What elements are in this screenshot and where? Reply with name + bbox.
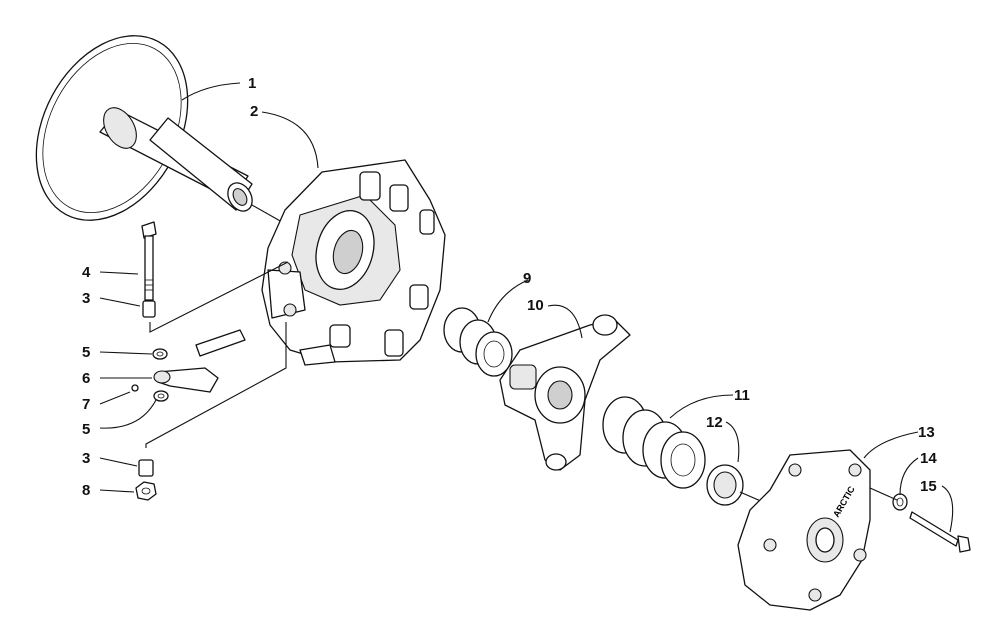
callout-9: 9 (523, 270, 531, 287)
callout-13: 13 (918, 424, 935, 441)
spring-part-11 (602, 396, 706, 489)
spacer-part-3-lower (138, 459, 154, 477)
cover-part-13: ARCTIC (737, 449, 871, 611)
movable-sheave-part-2 (261, 159, 446, 366)
bolt-part-15 (909, 511, 971, 553)
callout-labels: 1 2 3 4 5 6 7 5 3 8 9 10 11 12 13 14 15 (82, 75, 937, 499)
leader-lines (99, 82, 954, 533)
washer-part-5-lower (153, 390, 169, 402)
bushing-part-12 (706, 464, 771, 506)
washer-part-14 (892, 493, 908, 511)
callout-8: 8 (82, 482, 90, 499)
callout-4: 4 (82, 264, 91, 281)
callout-7: 7 (82, 396, 90, 413)
callout-3-lower: 3 (82, 450, 90, 467)
spacer-part-3-upper (142, 300, 156, 318)
callout-6: 6 (82, 370, 90, 387)
callout-3-upper: 3 (82, 290, 90, 307)
arm-outline (195, 329, 246, 357)
callout-5-lower: 5 (82, 421, 90, 438)
spider-part-10 (499, 314, 631, 471)
callout-14: 14 (920, 450, 937, 467)
callout-10: 10 (527, 297, 544, 314)
callout-5-upper: 5 (82, 344, 90, 361)
fixed-sheave-part-1 (35, 35, 283, 223)
callout-2: 2 (250, 103, 258, 120)
callout-12: 12 (706, 414, 723, 431)
callout-1: 1 (248, 75, 256, 92)
nut-part-8 (135, 481, 157, 501)
washer-part-5-upper (152, 348, 168, 360)
callout-11: 11 (734, 387, 750, 404)
bolt-part-4 (141, 221, 157, 301)
roller-arm-part-6 (153, 367, 219, 393)
callout-15: 15 (920, 478, 937, 495)
spring-part-9 (443, 307, 513, 377)
pin-part-7 (131, 384, 139, 392)
